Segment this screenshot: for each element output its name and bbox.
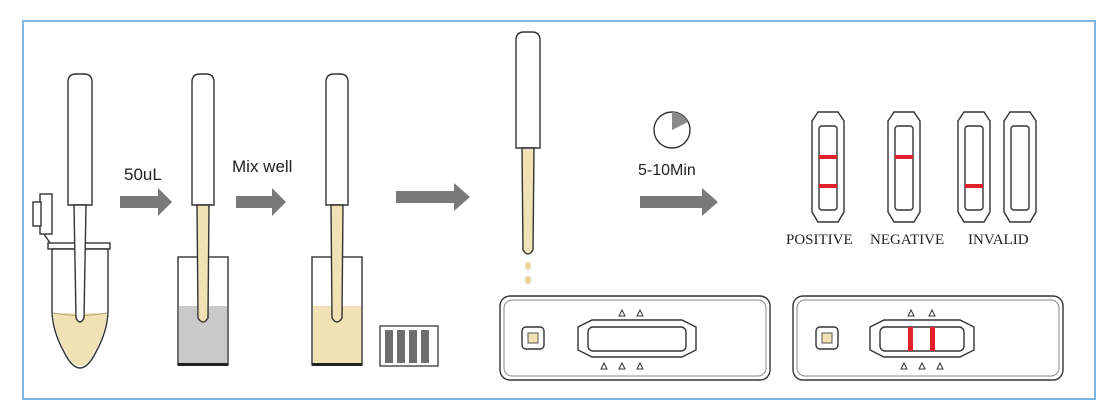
- dropper-icon: [325, 73, 349, 206]
- result-positive-label: POSITIVE: [786, 232, 853, 248]
- arrow-2: [236, 188, 286, 216]
- arrow-4: [640, 188, 718, 216]
- volume-label: 50uL: [124, 165, 162, 184]
- result-invalid-label: INVALID: [968, 232, 1029, 248]
- result-invalid-1: [957, 111, 991, 223]
- buffer-well: [177, 204, 229, 366]
- dropper-icon: [191, 73, 215, 206]
- sample-tube-icon: [32, 193, 111, 369]
- arrow-1: [120, 188, 172, 216]
- dropper-icon: [67, 73, 93, 323]
- mixed-well: [311, 204, 363, 366]
- drops: [525, 262, 531, 284]
- test-strip-icon: [379, 325, 439, 367]
- test-cassette-icon: [499, 295, 771, 381]
- result-negative: [887, 111, 921, 223]
- result-invalid-2: [1003, 111, 1037, 223]
- dropper-icon: [515, 31, 541, 255]
- arrow-3: [396, 183, 470, 211]
- test-cassette-icon: [792, 295, 1064, 381]
- result-negative-label: NEGATIVE: [870, 232, 945, 248]
- time-label: 5-10Min: [638, 162, 696, 179]
- timer-icon: [653, 111, 691, 149]
- mix-label: Mix well: [232, 157, 293, 176]
- result-positive: [811, 111, 845, 223]
